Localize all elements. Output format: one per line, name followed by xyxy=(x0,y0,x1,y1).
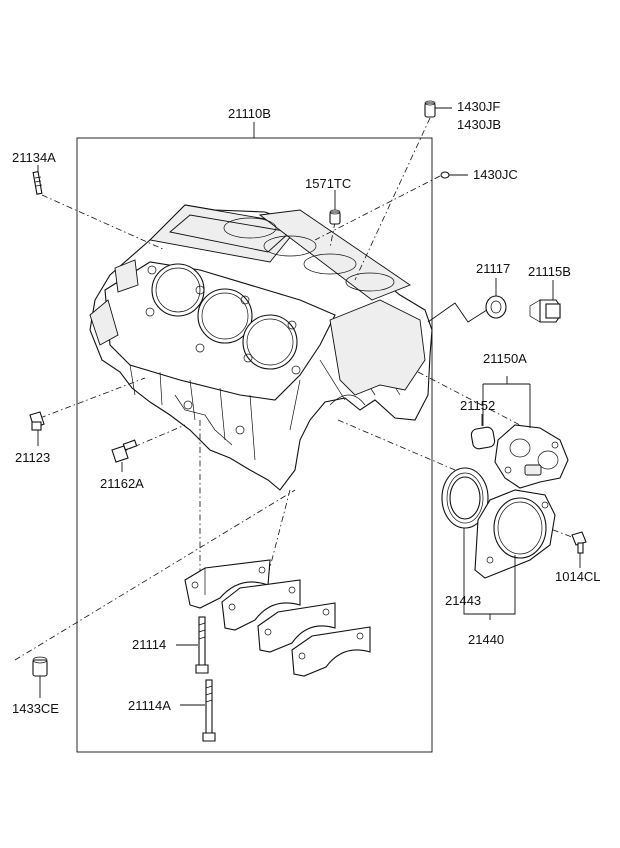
cylinder-block xyxy=(89,204,433,491)
dowel-1433ce xyxy=(32,656,48,677)
seal-21443 xyxy=(441,467,489,529)
label-1014cl: 1014CL xyxy=(555,569,601,584)
stud-21134a xyxy=(32,171,43,195)
bolt-21115b xyxy=(529,299,561,323)
label-21123: 21123 xyxy=(15,450,50,465)
bearing-caps xyxy=(184,559,371,677)
label-21162a: 21162A xyxy=(100,476,144,491)
label-1571tc: 1571TC xyxy=(305,176,351,191)
bearing-cap-2 xyxy=(221,579,301,631)
plug-1571tc xyxy=(329,209,341,225)
bearing-cap-1 xyxy=(184,559,271,609)
label-1430jc: 1430JC xyxy=(473,167,518,182)
label-21114a: 21114A xyxy=(128,698,171,713)
assembly-frame xyxy=(76,137,433,753)
plug-1430jc xyxy=(440,171,450,179)
label-21152: 21152 xyxy=(460,398,495,413)
label-21134a: 21134A xyxy=(12,150,56,165)
seal-case-21440 xyxy=(474,489,556,579)
bracket-21150a xyxy=(482,376,531,428)
bolt-1014cl xyxy=(571,531,587,554)
label-21150a: 21150A xyxy=(483,351,527,366)
leader-lines xyxy=(14,117,573,661)
label-21443: 21443 xyxy=(445,593,481,608)
bracket-21440 xyxy=(463,528,516,620)
label-21114: 21114 xyxy=(132,637,166,652)
cap-bolt-21114a xyxy=(202,679,216,742)
bearing-cap-3 xyxy=(257,602,336,653)
gasket-21152 xyxy=(470,426,496,450)
label-21440: 21440 xyxy=(468,632,504,647)
label-1430jf: 1430JF xyxy=(457,99,500,114)
label-21110b: 21110B xyxy=(228,106,271,121)
cover-21150a xyxy=(494,424,569,489)
bearing-cap-4 xyxy=(291,626,371,677)
plug-1430jf xyxy=(424,100,436,118)
label-1430jb: 1430JB xyxy=(457,117,501,132)
label-21115b: 21115B xyxy=(528,264,571,279)
plug-21123 xyxy=(29,411,45,431)
label-1433ce: 1433CE xyxy=(12,701,59,716)
bolt-21162a xyxy=(111,439,138,463)
washer-21117 xyxy=(485,295,507,319)
cap-bolt-21114 xyxy=(195,616,209,674)
label-21117: 21117 xyxy=(476,261,510,276)
